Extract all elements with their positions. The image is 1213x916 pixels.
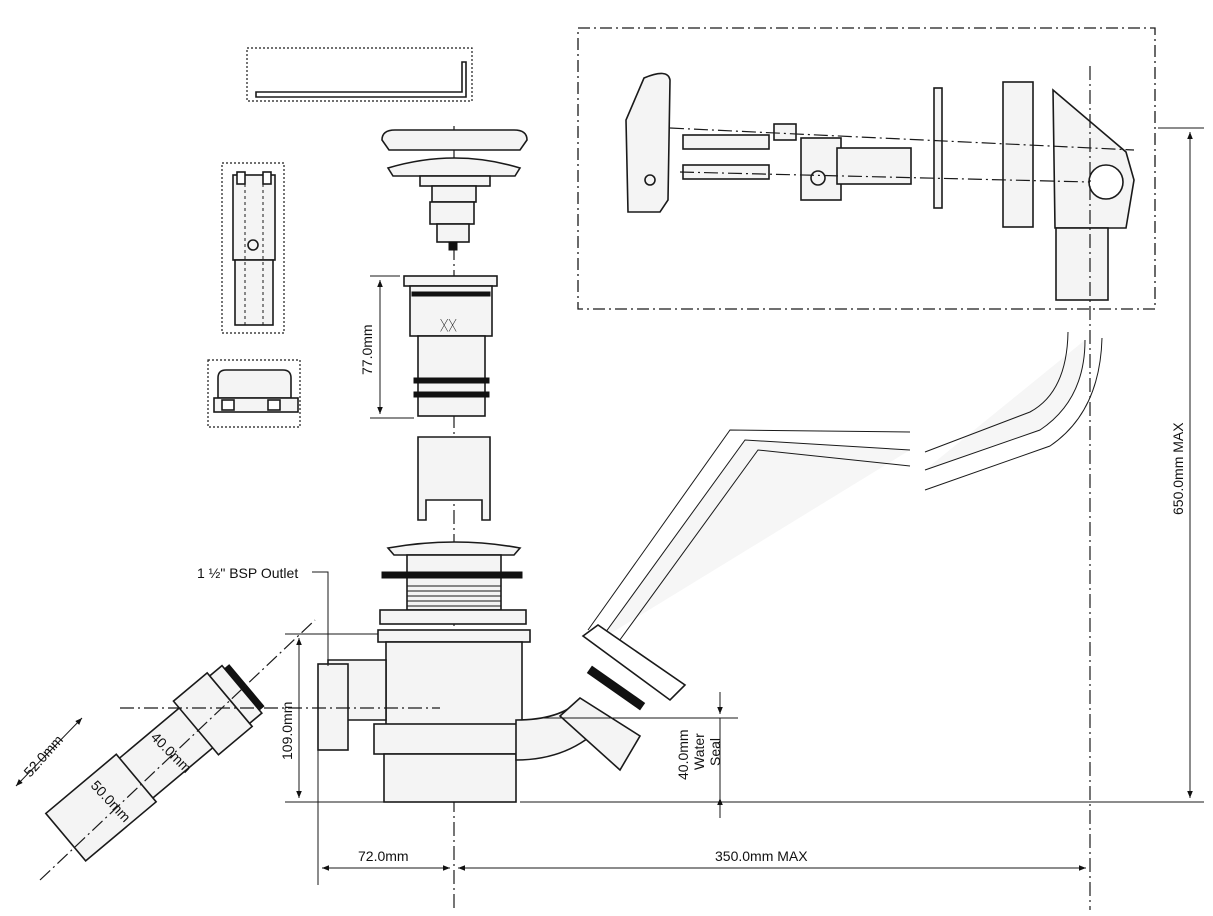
bsp-outlet-label: 1 ½" BSP Outlet (197, 565, 298, 581)
outlet-centre-line (39, 619, 316, 881)
sleeve-part (417, 436, 491, 521)
extension-rod-part (221, 162, 285, 334)
adapter-cap-part (207, 359, 301, 428)
dim-650-label: 650.0mm MAX (1170, 422, 1186, 515)
clicker-cap-part (381, 129, 528, 251)
dim-52-label: 52.0mm (20, 732, 66, 780)
water-seal-word: Water (691, 733, 707, 770)
threaded-waste-part (379, 541, 527, 625)
seal-word: Seal (707, 738, 723, 766)
angled-outlet-part (44, 664, 265, 863)
allen-key-part (246, 47, 473, 102)
dim-109-label: 109.0mm (279, 702, 295, 760)
dim-72-label: 72.0mm (358, 848, 409, 864)
overflow-assembly (577, 27, 1156, 910)
flexible-hose (558, 331, 1103, 772)
waste-body-part: ᚷᚷ (403, 275, 498, 417)
dim-77-label: 77.0mm (359, 324, 375, 375)
dim-350-label: 350.0mm MAX (715, 848, 808, 864)
water-seal-value: 40.0mm (675, 729, 691, 780)
svg-text:ᚷᚷ: ᚷᚷ (440, 317, 457, 333)
